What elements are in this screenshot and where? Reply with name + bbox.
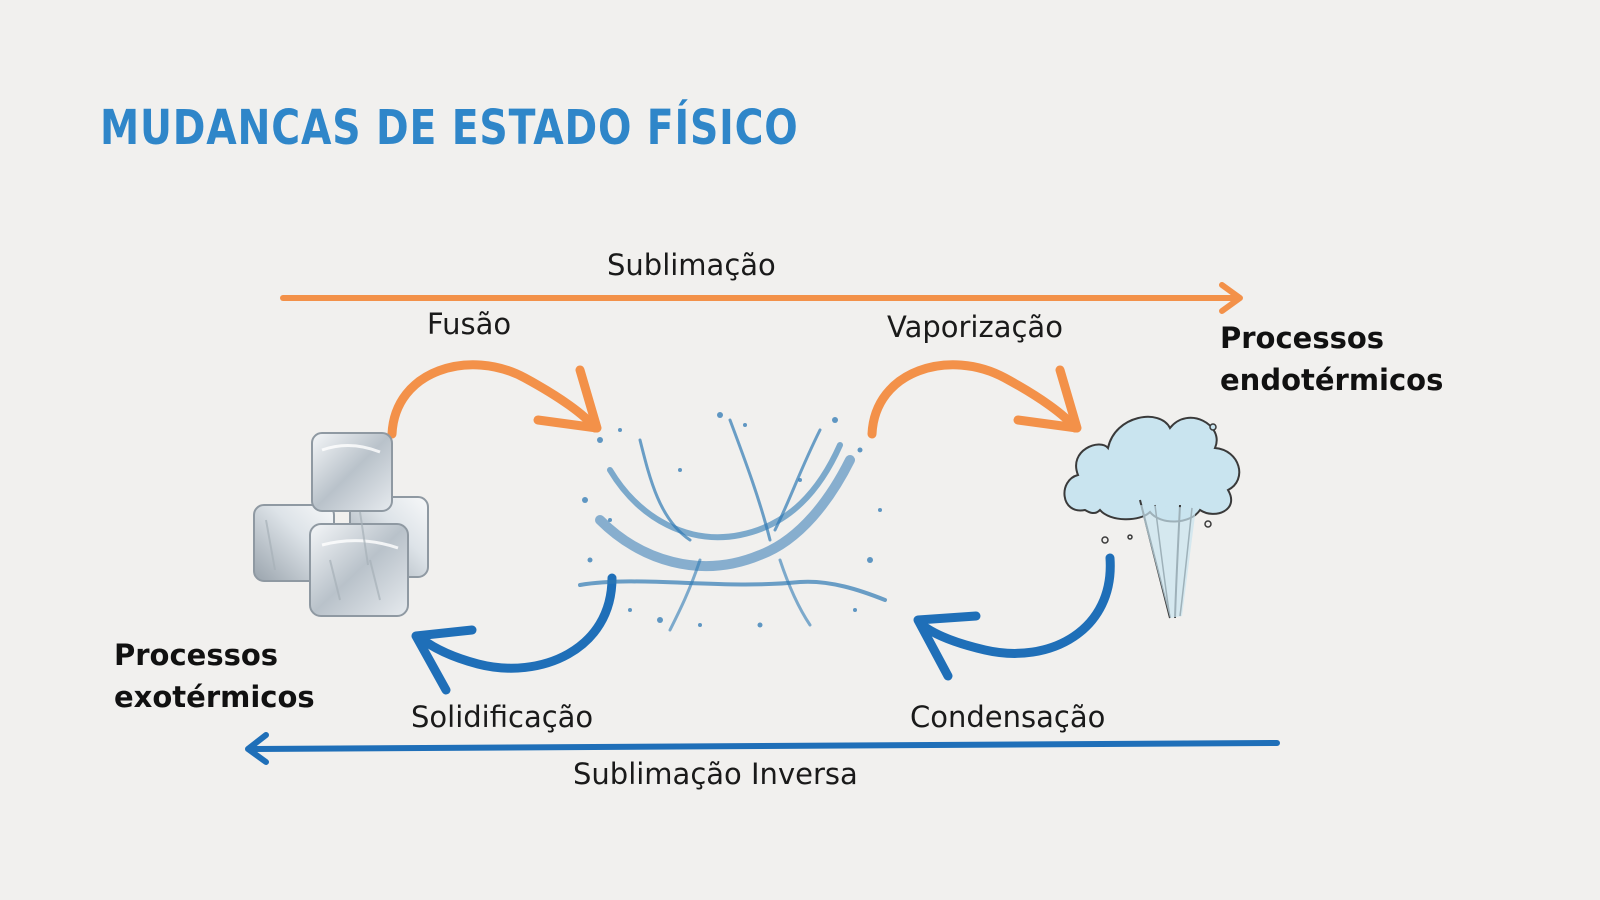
exothermic-line-2: exotérmicos xyxy=(114,680,315,714)
ice-cubes-icon xyxy=(253,432,429,617)
condensation-arrow xyxy=(913,553,1115,681)
steam-cloud-icon xyxy=(1063,415,1241,619)
condensation-label: Condensação xyxy=(910,700,1106,734)
sublimation-arrow xyxy=(280,282,1243,314)
endothermic-line-1: Processos xyxy=(1220,321,1385,355)
water-splash-icon xyxy=(578,412,887,632)
inverse-sublimation-arrow xyxy=(245,732,1280,765)
exothermic-processes-label: Processos exotérmicos xyxy=(114,634,315,718)
fusion-arrow xyxy=(387,360,602,439)
solidification-label: Solidificação xyxy=(411,700,594,734)
fusion-label: Fusão xyxy=(427,307,512,341)
vaporization-label: Vaporização xyxy=(887,310,1063,344)
solidification-arrow xyxy=(411,573,617,695)
endothermic-processes-label: Processos endotérmicos xyxy=(1220,317,1443,401)
vaporization-arrow xyxy=(867,360,1082,439)
sublimation-label: Sublimação xyxy=(607,248,776,282)
page-title: MUDANCAS DE ESTADO FÍSICO xyxy=(100,100,799,156)
inverse-sublimation-label: Sublimação Inversa xyxy=(573,757,858,791)
endothermic-line-2: endotérmicos xyxy=(1220,363,1444,397)
exothermic-line-1: Processos xyxy=(114,638,279,672)
